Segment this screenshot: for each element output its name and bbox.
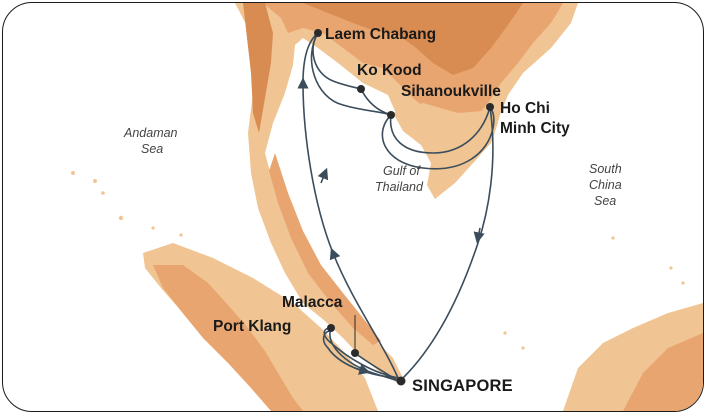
island	[93, 179, 97, 183]
island	[611, 236, 615, 240]
island	[681, 281, 685, 285]
port-label-port-klang: Port Klang	[213, 318, 291, 335]
port-dot-malacca[interactable]	[351, 349, 359, 357]
island	[118, 215, 124, 221]
borneo-highland	[623, 333, 703, 411]
map-canvas: Laem Chabang Ko Kood Sihanoukville Ho Ch…	[71, 3, 703, 411]
route-arrow-south	[473, 227, 485, 244]
port-label-singapore: SINGAPORE	[412, 377, 513, 395]
port-label-ko-kood: Ko Kood	[357, 62, 422, 79]
port-markers	[314, 29, 494, 386]
port-dot-ho-chi-minh[interactable]	[486, 103, 494, 111]
sea-label-south-china-line1: South	[589, 162, 622, 176]
peak-area	[303, 3, 523, 75]
route-singapore-malacca	[354, 352, 399, 382]
route-sihanoukville-ho-chi-minh	[381, 106, 495, 170]
cruise-routes	[297, 32, 495, 382]
port-label-malacca: Malacca	[282, 294, 343, 311]
island	[503, 331, 507, 335]
island	[101, 191, 105, 195]
island	[71, 171, 75, 175]
island	[151, 226, 155, 230]
port-dot-laem-chabang[interactable]	[314, 29, 322, 37]
island	[179, 233, 183, 237]
route-singapore-laem-chabang	[297, 32, 399, 379]
island	[521, 346, 525, 350]
sea-label-south-china-line3: Sea	[594, 194, 616, 208]
sea-label-andaman-line2: Sea	[141, 142, 163, 156]
port-dot-ko-kood[interactable]	[357, 85, 365, 93]
sea-label-andaman-line1: Andaman	[123, 126, 178, 140]
west-coast-highland	[243, 3, 273, 133]
sea-label-gulf-line1: Gulf of	[383, 164, 421, 178]
route-laem-chabang-sihanoukville	[310, 32, 392, 116]
route-sihanoukville-ho-chi-minh-2	[389, 106, 491, 154]
port-label-ho-chi-minh-line1: Ho Chi	[500, 100, 550, 117]
port-label-ho-chi-minh-line2: Minh City	[500, 120, 570, 137]
port-dot-sihanoukville[interactable]	[387, 111, 395, 119]
sea-label-gulf-line2: Thailand	[375, 180, 424, 194]
port-dot-singapore[interactable]	[396, 376, 406, 386]
port-label-sihanoukville: Sihanoukville	[401, 83, 501, 100]
sumatra-highland	[153, 265, 303, 411]
port-dot-port-klang[interactable]	[327, 324, 335, 332]
route-arrow-north	[317, 167, 329, 184]
port-label-laem-chabang: Laem Chabang	[325, 26, 436, 43]
sea-label-south-china-line2: China	[589, 178, 622, 192]
peninsula-highland	[269, 153, 381, 345]
route-inner-loop	[322, 330, 399, 379]
island	[669, 266, 673, 270]
route-arrow-small	[354, 364, 371, 375]
route-port-klang-singapore	[329, 327, 399, 382]
